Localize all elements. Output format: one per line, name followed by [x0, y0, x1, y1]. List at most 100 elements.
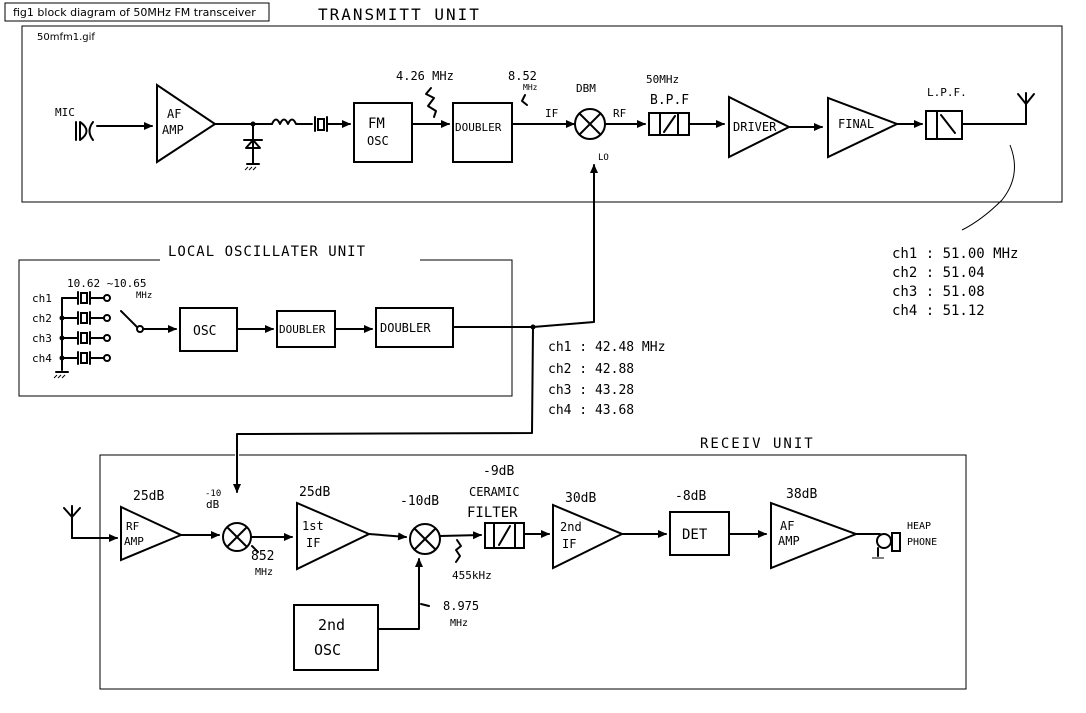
- varactor-icon: [314, 116, 328, 132]
- rx-2nd-if-line2: IF: [562, 537, 576, 551]
- rx-af-amp-line2: AMP: [778, 534, 800, 548]
- lpf-label: L.P.F.: [927, 86, 967, 99]
- osc2-box: 2nd OSC: [293, 604, 379, 671]
- lo-doubler1-box: DOUBLER: [276, 310, 336, 348]
- tx-ch4: ch4 : 51.12: [892, 303, 985, 319]
- crystal-ch2: ch2: [32, 311, 111, 325]
- channel-switch-icon: [120, 310, 144, 333]
- rx-antenna-icon: [63, 505, 81, 539]
- tx-doubler-box: DOUBLER: [452, 102, 513, 163]
- if-label: IF: [545, 107, 558, 120]
- if1-freq-1: 852: [251, 549, 274, 564]
- lo-freq-ch1: ch1 : 42.48 MHz: [548, 340, 665, 355]
- lo-ch4-label: ch4: [32, 352, 52, 365]
- bpf-filter: [648, 112, 690, 136]
- rf-amp-gain: 25dB: [133, 489, 164, 504]
- lo-doubler2-box: DOUBLER: [375, 307, 454, 348]
- caption: fig1 block diagram of 50MHz FM transceiv…: [13, 6, 256, 19]
- filter-label-2: FILTER: [467, 505, 518, 521]
- filename: 50mfm1.gif: [37, 32, 95, 43]
- headphone-jack-icon: [872, 532, 901, 559]
- osc2-line2: OSC: [314, 641, 341, 659]
- lo-ch3-label: ch3: [32, 332, 52, 345]
- rf-label: RF: [613, 107, 626, 120]
- zener-diode-icon: [243, 121, 263, 171]
- driver-label: DRIVER: [733, 120, 777, 134]
- det-box: DET: [669, 511, 730, 556]
- headphone-line2: PHONE: [907, 537, 937, 548]
- microphone-icon: [75, 121, 94, 141]
- receive-unit-title: RECEIV UNIT: [700, 436, 815, 452]
- tx-antenna-icon: [1017, 92, 1035, 125]
- tx-antenna-pointer: [961, 144, 1015, 231]
- if-freq-1: 8.52: [508, 69, 537, 83]
- lo-output-routing: [233, 164, 598, 493]
- tx-ch1: ch1 : 51.00 MHz: [892, 246, 1018, 262]
- fm-osc-box: FM OSC: [353, 102, 413, 163]
- lo-doubler1-label: DOUBLER: [279, 323, 326, 336]
- tx-ch2: ch2 : 51.04: [892, 265, 985, 281]
- lo-freq-ch2: ch2 : 42.88: [548, 362, 634, 377]
- fm-osc-line2: OSC: [367, 134, 389, 148]
- lo-ch1-label: ch1: [32, 292, 52, 305]
- final-label: FINAL: [838, 117, 874, 131]
- tx-af-amp-line1: AF: [167, 107, 181, 121]
- rx-rf-amp-line1: RF: [126, 520, 139, 533]
- det-gain: -8dB: [675, 489, 706, 504]
- dbm-label: DBM: [576, 82, 596, 95]
- local-osc-unit: LOCAL OSCILLATER UNIT 10.62 ~10.65 MHz c…: [18, 244, 513, 397]
- headphone-line1: HEAP: [907, 521, 931, 532]
- fm-freq-pointer: [425, 87, 437, 118]
- bpf-label: B.P.F: [650, 93, 689, 108]
- fm-freq: 4.26 MHz: [396, 69, 454, 83]
- tx-af-amp: AF AMP: [156, 83, 217, 164]
- filter-gain: -9dB: [483, 464, 514, 479]
- tx-ch3: ch3 : 51.08: [892, 284, 985, 300]
- if1-gain: 25dB: [299, 485, 330, 500]
- mix2-gain: -10dB: [400, 494, 439, 509]
- det-label: DET: [682, 527, 708, 543]
- rx-1st-if: 1st IF: [296, 501, 372, 571]
- ceramic-filter: [484, 522, 525, 549]
- tx-doubler-label: DOUBLER: [455, 121, 502, 134]
- crystal-ch1: ch1: [32, 291, 111, 305]
- freq-455-pointer: [455, 539, 462, 563]
- rx-1st-if-line1: 1st: [302, 519, 324, 533]
- tx-channel-list: ch1 : 51.00 MHz ch2 : 51.04 ch3 : 51.08 …: [892, 246, 1018, 319]
- lo-channel-list: ch1 : 42.48 MHz ch2 : 42.88 ch3 : 43.28 …: [548, 340, 665, 418]
- inductor-icon: [271, 118, 313, 125]
- af-gain: 38dB: [786, 487, 817, 502]
- rx-rf-amp: RF AMP: [120, 505, 184, 562]
- lo-freq-ch4: ch4 : 43.68: [548, 403, 634, 418]
- rx-rf-amp-line2: AMP: [124, 535, 144, 548]
- lpf-filter: [925, 110, 963, 140]
- lo-osc-label: OSC: [193, 324, 216, 339]
- lo-osc-box: OSC: [179, 307, 238, 352]
- freq-455: 455kHz: [452, 569, 492, 582]
- transmit-unit-title: TRANSMITT UNIT: [318, 5, 481, 24]
- rx-1st-if-line2: IF: [306, 536, 320, 550]
- lo-label: LO: [598, 153, 609, 163]
- mix1-gain-1: -10: [205, 489, 221, 499]
- final-amp: FINAL: [827, 96, 900, 159]
- if-freq-2: MHz: [523, 83, 538, 92]
- filter-label-1: CERAMIC: [469, 485, 520, 499]
- mic-label: MIC: [55, 106, 75, 119]
- fm-osc-line1: FM: [368, 116, 385, 132]
- lo-ch2-label: ch2: [32, 312, 52, 325]
- rx-af-amp: AF AMP: [770, 501, 859, 570]
- if-freq-pointer: [521, 94, 528, 106]
- crystal-ch3: ch3: [32, 331, 111, 345]
- lo-doubler2-label: DOUBLER: [380, 321, 431, 335]
- mix1-gain-2: dB: [206, 498, 220, 511]
- local-osc-unit-title: LOCAL OSCILLATER UNIT: [168, 244, 366, 260]
- driver-amp: DRIVER: [728, 95, 792, 159]
- tx-af-amp-line2: AMP: [162, 123, 184, 137]
- rx-2nd-if: 2nd IF: [552, 503, 625, 570]
- receive-unit: RECEIV UNIT 25dB RF AMP -10 dB 852 MHz 2…: [63, 436, 967, 690]
- transmit-unit: TRANSMITT UNIT MIC AF AMP: [21, 5, 1063, 231]
- if1-freq-2: MHz: [255, 567, 273, 578]
- lo-freq-ch3: ch3 : 43.28: [548, 383, 634, 398]
- osc2-freq-1: 8.975: [443, 599, 479, 613]
